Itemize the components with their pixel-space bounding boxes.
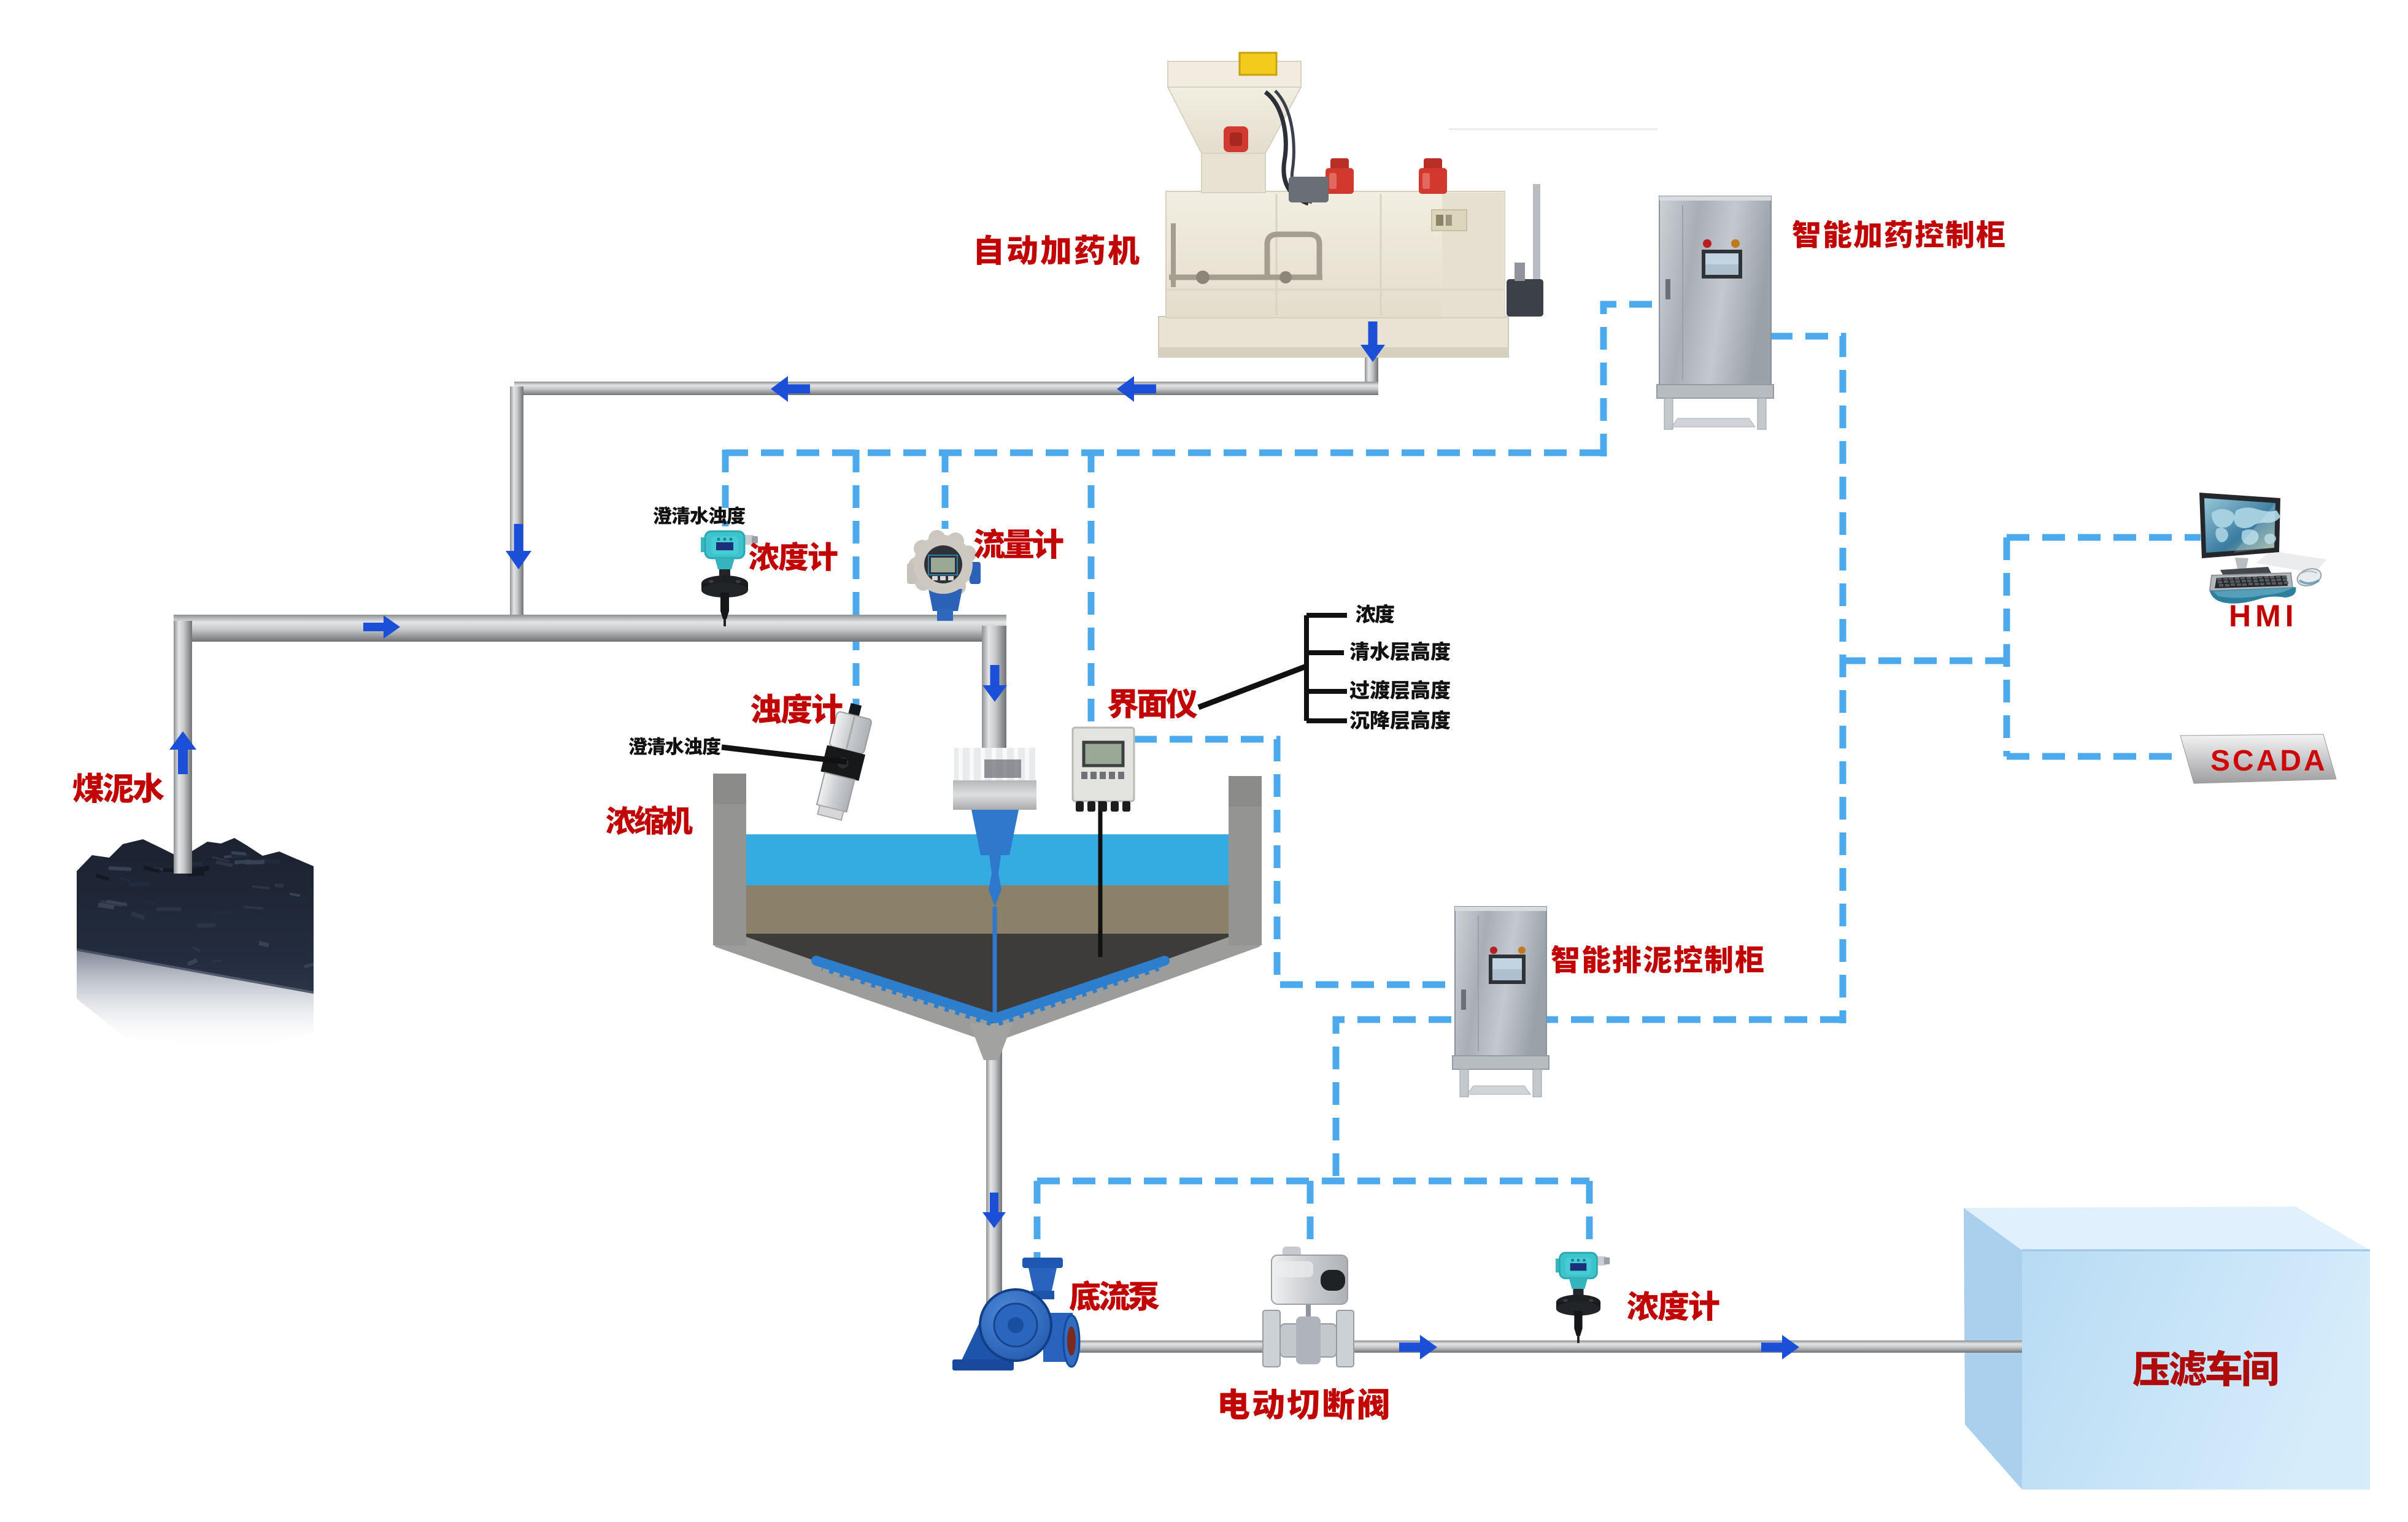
svg-text:HMI: HMI: [2229, 599, 2298, 633]
svg-text:SCADA: SCADA: [2210, 745, 2328, 777]
